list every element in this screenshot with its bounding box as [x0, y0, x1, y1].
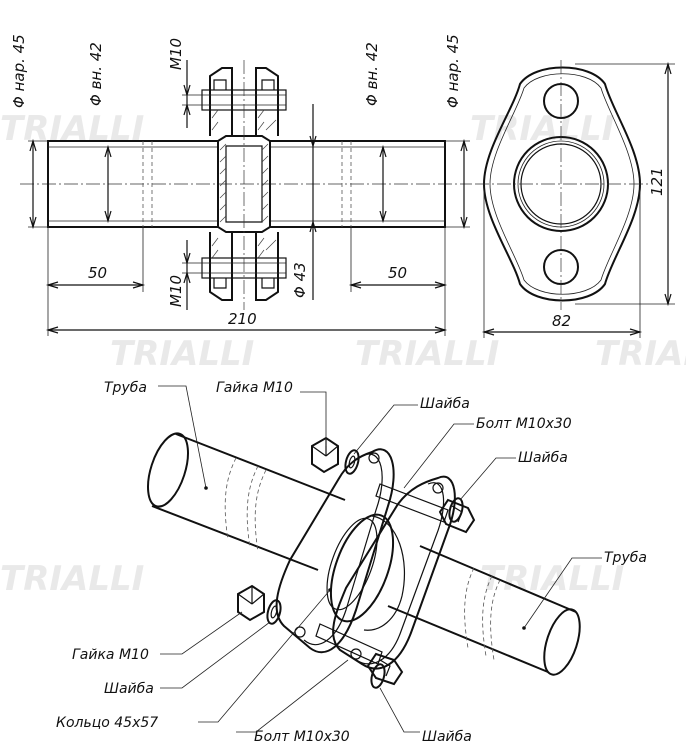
dim-length-left: 50 [88, 264, 107, 282]
watermark: TRIALLI [0, 559, 144, 599]
dim-outer-diameter-left: Φ нар. 45 [10, 34, 28, 108]
label-washer-bottom: Шайба [104, 681, 154, 697]
flange-view: 121 82 [475, 60, 675, 338]
label-bolt-bottom: Болт М10х30 [254, 729, 350, 745]
dim-flange-height: 121 [648, 167, 666, 196]
dim-inner-diameter-left: Φ вн. 42 [87, 42, 105, 106]
label-washer-top: Шайба [420, 396, 470, 412]
label-nut-top: Гайка М10 [216, 380, 293, 396]
watermark: TRIALLI [355, 334, 499, 374]
dim-ring-diameter: Φ 43 [291, 262, 309, 298]
label-pipe-right: Труба [604, 550, 647, 566]
watermark: TRIALLI [470, 109, 614, 149]
label-nut-bottom: Гайка М10 [72, 647, 149, 663]
dim-length-right: 50 [388, 264, 407, 282]
dim-total-length: 210 [228, 310, 257, 328]
dim-flange-width: 82 [552, 312, 571, 330]
dim-outer-diameter-right: Φ нар. 45 [444, 34, 462, 108]
dim-inner-diameter-right: Φ вн. 42 [363, 42, 381, 106]
watermark: TRIALLI [0, 109, 144, 149]
side-view: Φ нар. 45 Φ вн. 42 M10 M10 Φ 43 Φ вн. 42… [10, 34, 472, 336]
label-bolt-top: Болт М10х30 [476, 416, 572, 432]
watermark: TRIALLI [595, 334, 686, 374]
dim-thread-bottom: M10 [167, 275, 185, 307]
label-ring: Кольцо 45х57 [56, 715, 158, 731]
dim-thread-top: M10 [167, 38, 185, 70]
watermark: TRIALLI [110, 334, 254, 374]
label-washer-bottom-right: Шайба [422, 729, 472, 745]
label-washer-top-right: Шайба [518, 450, 568, 466]
watermark-layer: TRIALLI TRIALLI TRIALLI TRIALLI TRIALLI … [0, 109, 686, 599]
exploded-view: Труба Гайка М10 Шайба Болт М10х30 Шайба … [56, 380, 647, 745]
label-pipe-left: Труба [104, 380, 147, 396]
watermark: TRIALLI [480, 559, 624, 599]
